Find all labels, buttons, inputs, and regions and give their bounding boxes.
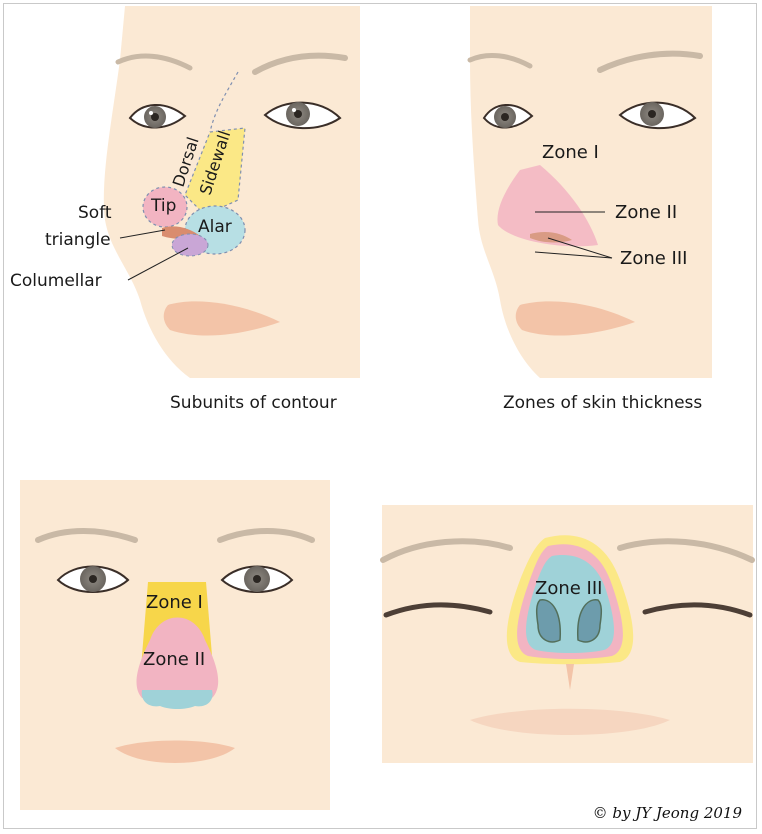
zone3-region: [141, 690, 213, 709]
brow-left-icon: [35, 528, 138, 543]
soft-triangle-leader: [119, 229, 166, 239]
subunits-caption: Subunits of contour: [170, 393, 337, 413]
zone3-leader-a: [547, 237, 613, 259]
zone2-label: Zone II: [615, 202, 677, 223]
sidewall-region: [184, 127, 246, 216]
zones-caption: Zones of skin thickness: [503, 393, 702, 413]
soft-triangle-label-line1: Soft: [78, 203, 112, 223]
nose-dorsum-outline: [209, 71, 239, 133]
eye-right-icon: [220, 565, 294, 593]
nostril-right-icon: [577, 599, 603, 643]
eye-left-icon: [56, 565, 130, 593]
copyright-text: © by JY Jeong 2019: [592, 804, 742, 822]
zone2-region: [497, 165, 598, 247]
lips-icon: [115, 740, 235, 763]
brow-right-icon: [617, 538, 755, 563]
eye-right-icon: [263, 101, 342, 130]
tip-label: Tip: [150, 196, 176, 216]
columellar-leader: [127, 247, 189, 281]
brow-left-icon: [467, 53, 533, 69]
panel-zones-front: Zone I Zone II: [20, 480, 330, 810]
eye-left-icon: [128, 103, 187, 129]
panel-zones-base: Zone III: [380, 505, 755, 763]
tip-region: [142, 186, 188, 228]
philtrum-icon: [566, 664, 574, 690]
brow-right-icon: [252, 52, 348, 75]
panel-zones-side: Zone I Zone II Zone III Zones of skin th…: [467, 6, 712, 413]
zone1-label: Zone I: [146, 592, 203, 613]
lips-icon: [470, 708, 670, 735]
brow-left-icon: [115, 53, 193, 71]
lips-icon: [515, 301, 635, 336]
panel-subunits: Dorsal Sidewall Tip Alar Soft triangle C…: [10, 6, 360, 413]
columellar-label: Columellar: [10, 271, 102, 291]
soft-triangle-label-line2: triangle: [45, 230, 111, 250]
zone1-label: Zone I: [542, 142, 599, 163]
eye-closed-right-icon: [642, 602, 753, 618]
eye-closed-left-icon: [383, 602, 493, 618]
brow-right-icon: [217, 528, 315, 543]
zone3-nostril: [530, 232, 572, 243]
zone3-label: Zone III: [535, 578, 602, 599]
zone3-label: Zone III: [620, 248, 687, 269]
zone2-region: [136, 617, 219, 698]
eye-left-icon: [482, 104, 534, 129]
face-skin-zones-side: [470, 6, 712, 378]
eye-right-icon: [618, 101, 697, 130]
brow-left-icon: [380, 538, 513, 563]
zone3-leader-b: [534, 251, 613, 259]
zone2-label: Zone II: [143, 649, 205, 670]
nostril-left-icon: [535, 599, 561, 643]
brow-right-icon: [597, 50, 703, 73]
columellar-region: [171, 233, 209, 257]
alar-label: Alar: [198, 217, 232, 237]
lips-icon: [163, 301, 280, 336]
